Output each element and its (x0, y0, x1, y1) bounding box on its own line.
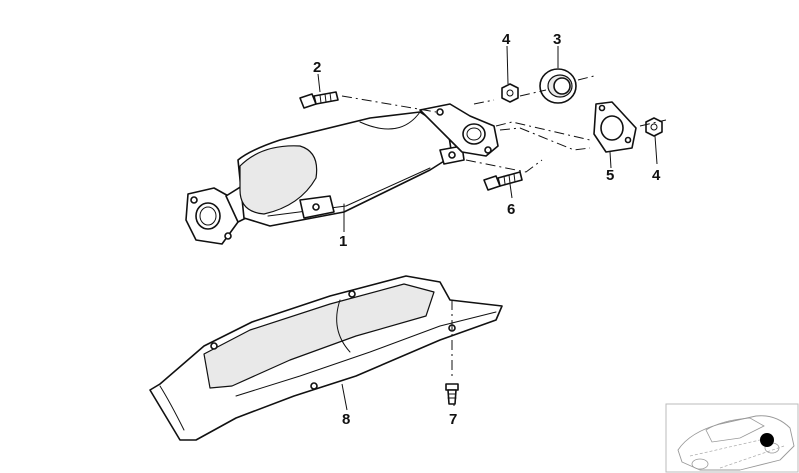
hex-bolt-lower[interactable] (483, 171, 523, 191)
callout-4-right: 4 (652, 167, 661, 184)
flange-gasket[interactable] (593, 101, 637, 153)
callout-6: 6 (507, 201, 515, 218)
catalytic-converter[interactable] (185, 103, 499, 245)
heat-shield[interactable] (149, 275, 503, 441)
screw[interactable] (445, 383, 459, 405)
callout-leaders (317, 45, 658, 411)
callout-8: 8 (342, 411, 350, 428)
callout-4-upper: 4 (502, 31, 511, 48)
hex-nut-right[interactable] (645, 117, 663, 137)
callout-labels: 1 2 3 4 4 5 6 7 8 (313, 31, 661, 428)
callout-3: 3 (553, 31, 561, 48)
car-silhouette-icon (677, 415, 795, 471)
assembly-center-lines (341, 75, 667, 380)
callout-5: 5 (606, 167, 614, 184)
hex-nut-upper[interactable] (501, 83, 519, 103)
callout-7: 7 (449, 411, 457, 428)
sealing-ring[interactable] (539, 68, 577, 104)
location-dot-icon (760, 433, 774, 447)
vehicle-locator-thumbnail[interactable] (665, 403, 799, 473)
callout-2: 2 (313, 59, 321, 76)
callout-1: 1 (339, 233, 347, 250)
hex-bolt-upper[interactable] (299, 91, 339, 109)
